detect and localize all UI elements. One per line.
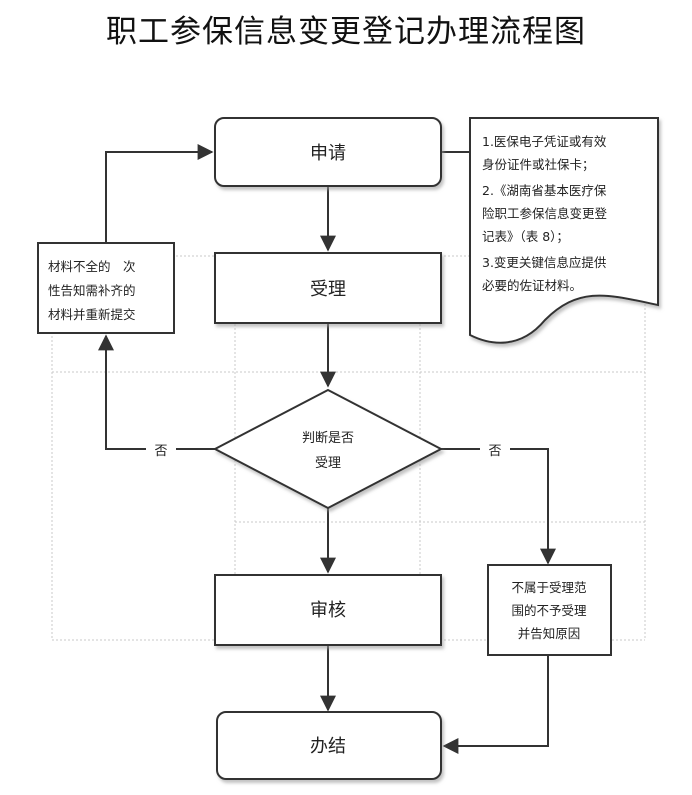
arrow-incomplete-to-apply bbox=[105, 144, 214, 243]
node-incomplete-line: 材料并重新提交 bbox=[48, 307, 136, 322]
node-reject-line: 不属于受理范 bbox=[511, 580, 586, 595]
note-line: 必要的佐证材料。 bbox=[482, 278, 582, 293]
node-apply: 申请 bbox=[214, 117, 442, 187]
page-title: 职工参保信息变更登记办理流程图 bbox=[106, 14, 586, 50]
node-incomplete-line: 材料不全的 次 bbox=[48, 259, 136, 274]
node-required-documents: 1.医保电子凭证或有效 身份证件或社保卡； 2.《湖南省基本医疗保 险职工参保信… bbox=[469, 117, 659, 344]
node-accept-label: 受理 bbox=[310, 279, 346, 300]
node-apply-label: 申请 bbox=[310, 143, 346, 164]
note-line: 1.医保电子凭证或有效 bbox=[482, 134, 607, 149]
note-line: 记表》（表 8）； bbox=[482, 229, 569, 244]
note-line: 身份证件或社保卡； bbox=[482, 157, 595, 172]
node-reject-line: 围的不予受理 bbox=[511, 603, 587, 618]
node-decision-line2: 受理 bbox=[315, 456, 341, 471]
node-reject-line: 并告知原因 bbox=[518, 626, 581, 641]
node-decision: 判断是否 受理 bbox=[212, 388, 444, 510]
edge-label-left-no: 否 bbox=[154, 444, 167, 459]
arrow-decision-to-reject bbox=[441, 448, 556, 565]
note-line: 3.变更关键信息应提供 bbox=[482, 255, 606, 270]
arrow-reject-to-finish bbox=[442, 656, 549, 754]
note-line: 险职工参保信息变更登 bbox=[482, 206, 608, 221]
arrow-decision-to-incomplete bbox=[98, 334, 215, 450]
node-incomplete: 材料不全的 次 性告知需补齐的 材料并重新提交 bbox=[37, 242, 175, 334]
node-reject: 不属于受理范 围的不予受理 并告知原因 bbox=[487, 564, 612, 656]
node-decision-line1: 判断是否 bbox=[302, 431, 354, 446]
node-accept: 受理 bbox=[214, 252, 442, 324]
node-review-label: 审核 bbox=[310, 600, 346, 621]
node-review: 审核 bbox=[214, 574, 442, 646]
node-incomplete-line: 性告知需补齐的 bbox=[48, 283, 136, 298]
note-line: 2.《湖南省基本医疗保 bbox=[482, 183, 607, 198]
connectors bbox=[98, 144, 556, 754]
edge-label-right-no: 否 bbox=[488, 444, 501, 459]
node-finish: 办结 bbox=[216, 711, 442, 780]
node-finish-label: 办结 bbox=[310, 736, 346, 757]
